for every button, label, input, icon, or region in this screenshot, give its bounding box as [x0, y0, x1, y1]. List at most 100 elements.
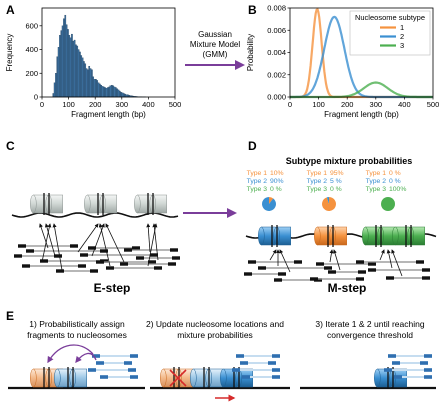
read-end: [358, 270, 366, 274]
x-tick-label: 400: [142, 100, 155, 109]
read-end: [420, 361, 428, 365]
read-end: [130, 354, 138, 358]
nucleosome-type1: [314, 225, 347, 247]
histogram-bar: [109, 85, 112, 98]
assignment-arrow: [44, 223, 56, 257]
step-line: 2) Update nucleosome locations and: [146, 319, 284, 329]
read-end: [310, 277, 318, 281]
step-line: 1) Probabilistically assign: [29, 319, 125, 329]
read-end: [54, 254, 62, 258]
read-end: [388, 354, 396, 358]
read-end: [80, 253, 88, 257]
read-end: [386, 276, 394, 280]
step-line: 3) Iterate 1 & 2 until reaching: [315, 319, 424, 329]
histogram-bar: [89, 68, 92, 98]
read-end: [294, 260, 302, 264]
histogram-bar: [105, 87, 108, 98]
read-end: [258, 266, 266, 270]
legend-entry: 1: [400, 23, 404, 32]
histogram-bar: [87, 69, 89, 98]
x-tick-label: 200: [341, 100, 354, 109]
read-end: [148, 260, 156, 264]
assignment-arrow: [146, 223, 151, 253]
assignment-arrow: [91, 223, 105, 257]
pie-slice: [326, 197, 329, 204]
histogram-bar: [104, 87, 106, 98]
histone-face: [160, 368, 167, 388]
histone-face: [30, 368, 37, 388]
y-tick-label: 0.006: [267, 26, 286, 35]
panel-label-b: B: [248, 3, 257, 17]
histogram-bar: [60, 30, 63, 98]
nucleosome-converged: [374, 367, 407, 389]
type-label: Type 3: [307, 186, 328, 193]
read-end: [248, 260, 256, 264]
read-end: [368, 268, 376, 272]
read-end: [278, 272, 286, 276]
histogram-bar: [113, 86, 116, 98]
read-end: [244, 272, 252, 276]
read-end: [328, 270, 336, 274]
assignment-arrow: [279, 249, 291, 273]
read-end: [272, 354, 280, 358]
type-percent: 10%: [270, 170, 284, 177]
histogram-bar: [61, 25, 64, 98]
histogram-bar: [69, 37, 72, 98]
type-percent: 0 %: [330, 186, 342, 193]
plot-frame: [41, 7, 176, 98]
read-end: [100, 249, 108, 253]
type-percent: 100%: [389, 186, 406, 193]
read-end: [92, 354, 100, 358]
y-tick-label: 0: [34, 93, 38, 102]
e-step-label: E-step: [94, 281, 131, 295]
assignment-arrow: [77, 223, 99, 253]
read-end: [316, 262, 324, 266]
histogram-bar: [52, 93, 55, 98]
type-label: Type 3: [366, 186, 387, 193]
histone-face: [54, 368, 61, 388]
read-end: [424, 354, 432, 358]
read-end: [40, 259, 48, 263]
read-end: [150, 253, 158, 257]
gmm-label-line2: Mixture Model: [190, 40, 240, 49]
type-percent: 0 %: [270, 186, 282, 193]
read-end: [356, 260, 364, 264]
pie-slice: [269, 197, 274, 204]
histogram-bar: [115, 87, 117, 98]
histogram-bar: [111, 84, 113, 98]
histogram-bar: [75, 44, 77, 98]
type-label: Type 2: [307, 178, 328, 185]
gmm-label-line1: Gaussian: [198, 30, 232, 39]
type-percent: 5 %: [330, 178, 342, 185]
histogram-bar: [107, 87, 109, 98]
histone-face: [220, 368, 227, 388]
read-end: [324, 266, 332, 270]
read-end: [384, 368, 392, 372]
x-tick-label: 0: [288, 100, 292, 109]
type-percent: 0 %: [389, 178, 401, 185]
histogram-bar: [121, 92, 124, 98]
read-end: [274, 278, 282, 282]
nucleosome-old: [160, 367, 193, 389]
histogram-bar: [53, 82, 56, 98]
histogram-bar: [65, 24, 68, 98]
nucleosome-unlabeled: [30, 193, 63, 215]
histone-face: [362, 226, 369, 246]
assignment-arrow: [41, 223, 52, 263]
x-tick-label: 300: [116, 100, 129, 109]
y-axis-label: Frequency: [5, 34, 14, 72]
read-end: [106, 266, 114, 270]
read-end: [242, 375, 250, 379]
read-end: [120, 262, 128, 266]
y-tick-label: 0.000: [267, 93, 286, 102]
type-percent: 95%: [330, 170, 344, 177]
read-end: [236, 354, 244, 358]
histogram-bar: [56, 56, 59, 98]
read-end: [130, 375, 138, 379]
read-end: [424, 368, 432, 372]
type-label: Type 2: [247, 178, 268, 185]
histone-face: [30, 194, 37, 214]
read-end: [168, 262, 176, 266]
